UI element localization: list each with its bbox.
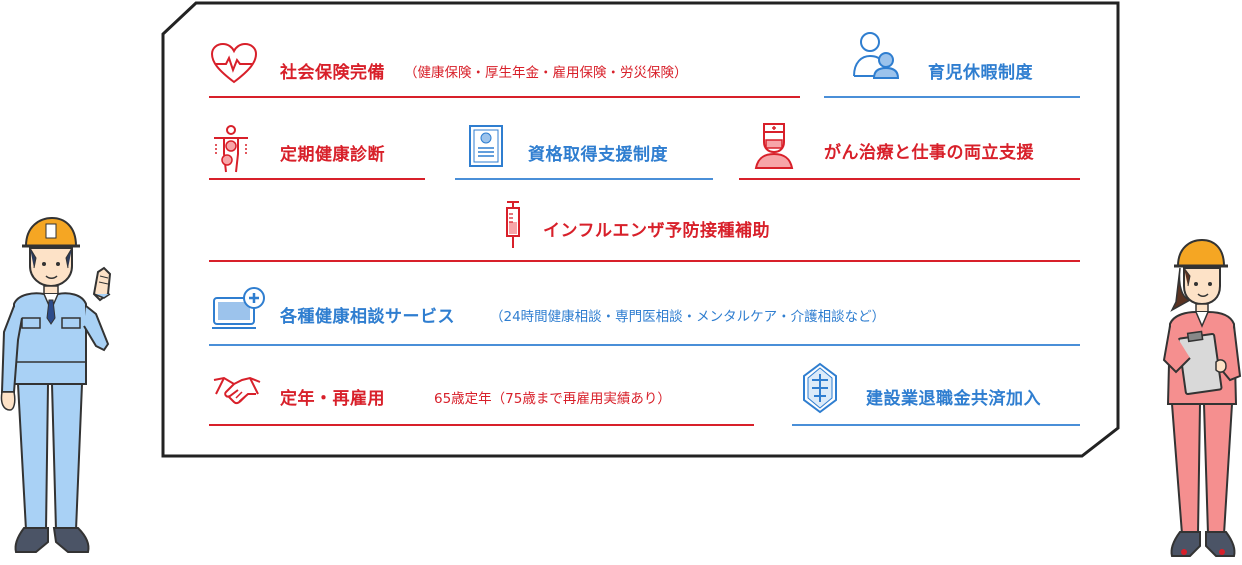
divider xyxy=(209,260,1080,262)
benefit-detail: （24時間健康相談・専門医相談・メンタルケア・介護相談など） xyxy=(490,309,886,325)
benefit-health-consultation: 各種健康相談サービス （24時間健康相談・専門医相談・メンタルケア・介護相談など… xyxy=(212,286,1080,338)
benefit-label: 各種健康相談サービス xyxy=(280,307,455,327)
benefit-label: インフルエンザ予防接種補助 xyxy=(543,221,770,241)
certificate-icon xyxy=(469,125,503,167)
benefit-detail: （健康保険・厚生年金・雇用保険・労災保険） xyxy=(404,65,688,81)
heart-pulse-icon xyxy=(210,42,258,84)
divider xyxy=(209,344,1080,346)
divider xyxy=(739,178,1080,180)
benefit-health-checkup: 定期健康診断 xyxy=(212,124,422,176)
telemedicine-icon xyxy=(212,287,265,329)
mutual-aid-emblem-icon xyxy=(803,362,837,414)
benefit-label: 資格取得支援制度 xyxy=(528,145,668,165)
benefit-label: 定期健康診断 xyxy=(280,145,385,165)
benefit-social-insurance: 社会保険完備 （健康保険・厚生年金・雇用保険・労災保険） xyxy=(210,42,800,92)
benefit-flu-vaccination: インフルエンザ予防接種補助 xyxy=(503,200,823,252)
divider xyxy=(209,96,800,98)
benefit-label: 建設業退職金共済加入 xyxy=(866,389,1041,409)
divider xyxy=(209,178,425,180)
divider xyxy=(209,424,754,426)
nurse-icon xyxy=(754,123,794,169)
divider xyxy=(824,96,1080,98)
benefit-label: 定年・再雇用 xyxy=(280,389,385,409)
benefit-retirement-fund: 建設業退職金共済加入 xyxy=(802,362,1080,420)
divider xyxy=(792,424,1080,426)
benefit-qualification-support: 資格取得支援制度 xyxy=(468,124,698,176)
handshake-icon xyxy=(213,376,261,405)
benefit-cancer-work-balance: がん治療と仕事の両立支援 xyxy=(754,122,1080,176)
male-worker-illustration xyxy=(0,216,112,553)
benefit-childcare-leave: 育児休暇制度 xyxy=(852,30,1082,90)
divider xyxy=(455,178,713,180)
benefit-label: 育児休暇制度 xyxy=(928,63,1033,83)
benefit-label: 社会保険完備 xyxy=(280,63,385,83)
benefit-retirement-reemployment: 定年・再雇用 65歳定年（75歳まで再雇用実績あり） xyxy=(212,370,752,420)
benefit-detail: 65歳定年（75歳まで再雇用実績あり） xyxy=(434,391,671,407)
body-checkup-icon xyxy=(214,125,248,173)
benefit-label: がん治療と仕事の両立支援 xyxy=(824,143,1034,163)
parent-child-icon xyxy=(853,32,900,79)
syringe-icon xyxy=(506,201,520,248)
female-worker-illustration xyxy=(1162,238,1242,557)
